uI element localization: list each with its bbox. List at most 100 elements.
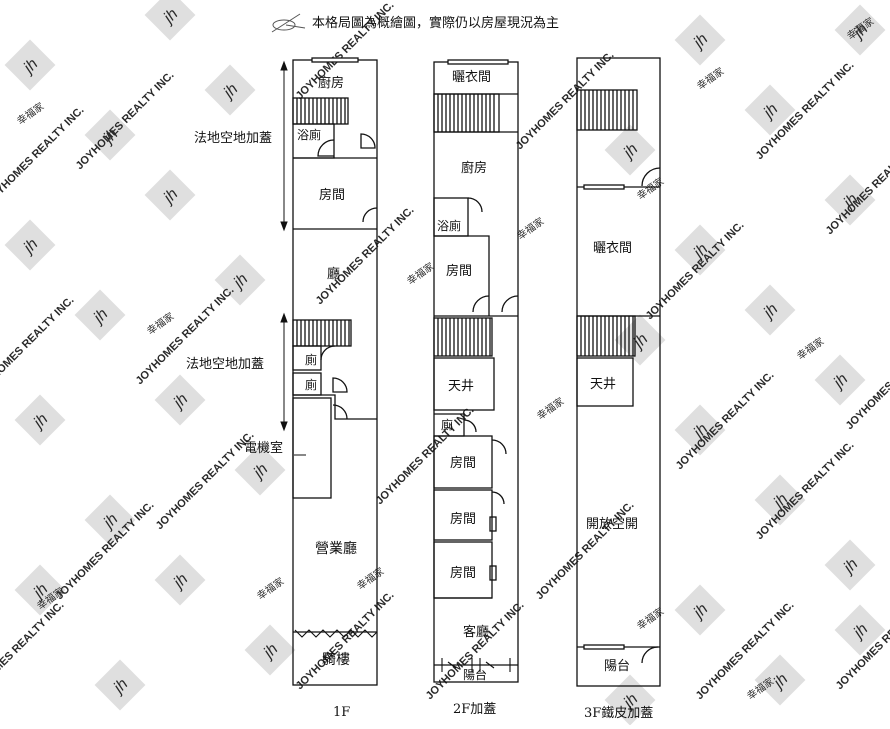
watermark-logo: jh [674,404,726,456]
watermark-seal: 幸福家 [534,395,566,423]
door-arc [641,646,659,664]
watermark-logo: jh [4,39,56,91]
watermark-brand-text: JOYHOMES REALTY INC. [294,589,397,692]
label-hall: 廳 [327,266,340,282]
watermark-brand-text: JOYHOMES REALTY INC. [74,69,177,172]
watermark-logo: jh [204,64,256,116]
door-arc [320,345,336,361]
floor-3-plan [576,57,661,687]
label-room-d: 房間 [450,565,476,581]
watermark-logo: jh [674,224,726,276]
door-arc [472,295,490,313]
label-room-b: 房間 [450,455,476,471]
label-open-space: 開放空開 [586,517,638,532]
label-bath: 浴廁 [297,127,321,142]
watermark-brand-text: JOYHOMES REALTY INC. [154,429,257,532]
watermark-seal: 幸福家 [634,605,666,633]
label-room-c: 房間 [450,511,476,527]
watermark-logo: jh [814,354,866,406]
watermark-seal: 幸福家 [404,260,436,288]
label-skywell: 天井 [590,377,616,392]
watermark-logo: jh [744,284,796,336]
door-arc [467,197,483,213]
label-arcade: 騎樓 [322,652,350,668]
disclaimer-note: 本格局圖為概繪圖，實際仍以房屋現況為主 [312,15,559,31]
staircase [433,93,500,133]
window [311,57,359,63]
door-panel [489,565,497,581]
staircase [292,319,352,347]
watermark-logo: jh [754,654,806,706]
floor-2-caption: 2F加蓋 [453,702,496,717]
staircase [292,97,349,125]
window [447,59,509,65]
watermark-seal: 幸福家 [14,100,46,128]
floor-3-caption: 3F鐵皮加蓋 [584,705,653,721]
watermark-logo: jh [604,124,656,176]
door-arc [332,404,348,420]
watermark-logo: jh [14,394,66,446]
watermark-seal: 幸福家 [694,65,726,93]
machine-room-walls [292,397,332,499]
watermark-logo: jh [144,169,196,221]
watermark-logo: jh [154,554,206,606]
door-arc [491,491,505,505]
floor-1-plan [292,57,378,686]
watermark-logo: jh [14,564,66,616]
staircase [576,315,636,357]
label-balcony: 陽台 [604,659,630,674]
watermark-brand-text: JOYHOMES REALTY INC. [0,599,66,702]
room-a-walls [434,235,490,316]
label-balcony: 陽台 [463,667,487,682]
annotation-lower: 法地空地加蓋 [186,357,264,372]
door-arc [360,133,376,149]
label-kitchen: 廚房 [318,75,344,91]
label-room: 房間 [319,187,345,203]
label-bath: 浴廁 [437,218,461,233]
label-business-hall: 營業廳 [315,540,357,557]
watermark-seal: 幸福家 [254,575,286,603]
door-arc [317,139,335,157]
watermark-seal: 幸福家 [634,175,666,203]
watermark-logo: jh [824,539,876,591]
watermark-logo: jh [674,14,726,66]
watermark-logo: jh [94,659,146,711]
watermark-logo: jh [144,0,196,41]
room-c-walls [433,489,493,541]
staircase [576,89,638,131]
watermark-seal: 幸福家 [514,215,546,243]
window [583,184,625,190]
watermark-logo: jh [824,174,876,226]
label-toilet: 廁 [441,417,453,432]
floor-2-outline [433,61,519,683]
balcony-railing [441,658,511,672]
watermark-logo: jh [74,289,126,341]
floor-1-caption: 1F [333,705,350,720]
label-toilet-b: 廁 [305,377,317,392]
watermark-logo: jh [604,674,656,726]
door-arc [332,377,348,393]
skywell-walls [576,357,634,407]
watermark-logo: jh [744,84,796,136]
label-machine-room: 電機室 [244,440,283,456]
watermark-logo: jh [84,109,136,161]
watermark-brand-text: JOYHOMES REALTY INC. [314,204,417,307]
skywell-walls [433,357,495,411]
staircase [433,317,493,357]
label-closet: 曬衣間 [452,69,491,85]
watermark-seal: 幸福家 [144,310,176,338]
compass-icon [271,13,306,33]
door-panel [489,516,497,532]
annotation-upper: 法地空地加蓋 [194,131,272,146]
room-b-walls [433,435,493,489]
watermark-brand-text: JOYHOMES REALTY INC. [424,599,527,702]
watermark-logo: jh [674,584,726,636]
label-toilet-a: 廁 [305,352,317,367]
label-closet: 曬衣間 [593,240,632,256]
label-skywell: 天井 [448,379,474,394]
watermark-logo: jh [834,604,886,656]
label-kitchen: 廚房 [461,160,487,176]
shutter-zigzag [294,629,378,638]
